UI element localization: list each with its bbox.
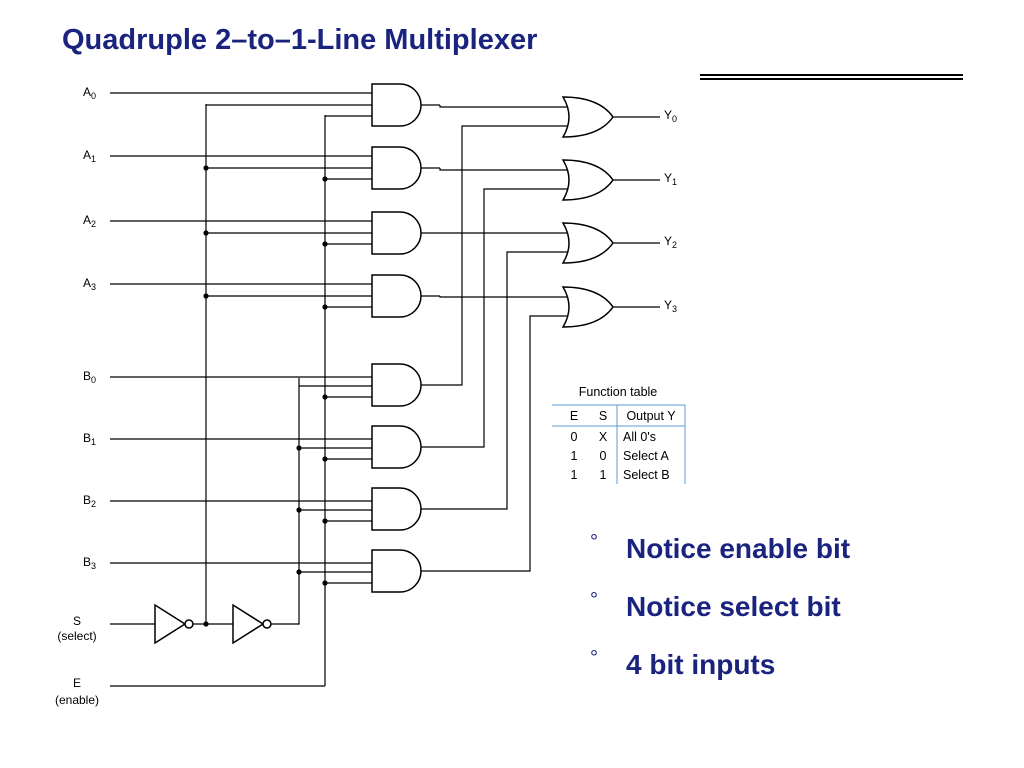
table-cell: 1 <box>571 449 578 463</box>
or-gate <box>561 222 614 264</box>
wire <box>439 168 569 171</box>
table-header-1: S <box>599 409 607 423</box>
input-label-b3: B3 <box>83 555 96 571</box>
select-label: S <box>73 614 81 628</box>
input-label-a0: A0 <box>83 85 96 101</box>
bullet-text: Notice select bit <box>626 591 841 622</box>
input-label-a1: A1 <box>83 148 96 164</box>
table-cell: X <box>599 430 608 444</box>
not-gate <box>232 603 265 645</box>
not-gate-bubble <box>262 619 272 629</box>
junction-dot <box>296 507 302 513</box>
table-header-2: Output Y <box>626 409 676 423</box>
junction-dot <box>322 304 328 310</box>
bullet-marker: ° <box>590 589 598 611</box>
wire <box>439 296 569 298</box>
and-gate <box>371 146 422 190</box>
or-gate <box>561 96 614 138</box>
bullet-text: Notice enable bit <box>626 533 851 564</box>
slide-title: Quadruple 2–to–1-Line Multiplexer <box>62 24 538 56</box>
input-label-b1: B1 <box>83 431 96 447</box>
and-gate <box>371 83 422 127</box>
input-label-a3: A3 <box>83 276 96 292</box>
and-gate <box>371 425 422 469</box>
junction-dot <box>322 394 328 400</box>
junction-dot <box>322 456 328 462</box>
enable-label: E <box>73 676 81 690</box>
input-label-b0: B0 <box>83 369 96 385</box>
select-desc: (select) <box>57 629 96 643</box>
table-cell: All 0's <box>623 430 656 444</box>
wire <box>421 125 569 386</box>
title-rule <box>700 74 963 76</box>
junction-dot <box>203 165 209 171</box>
wire <box>421 188 569 448</box>
and-gate <box>371 549 422 593</box>
function-table-title: Function table <box>579 385 658 399</box>
table-cell: 0 <box>571 430 578 444</box>
bullet-marker: ° <box>590 647 598 669</box>
wire <box>421 315 569 572</box>
input-label-b2: B2 <box>83 493 96 509</box>
or-gate <box>561 159 614 201</box>
table-cell: Select A <box>623 449 670 463</box>
and-gate <box>371 211 422 255</box>
and-gate <box>371 487 422 531</box>
junction-dot <box>322 518 328 524</box>
table-header-0: E <box>570 409 578 423</box>
output-label-y1: Y1 <box>664 171 677 187</box>
junction-dot <box>322 241 328 247</box>
output-label-y2: Y2 <box>664 234 677 250</box>
junction-dot <box>322 580 328 586</box>
not-gate-bubble <box>184 619 194 629</box>
junction-dot <box>203 230 209 236</box>
junction-dot <box>203 621 209 627</box>
output-label-y0: Y0 <box>664 108 677 124</box>
input-label-a2: A2 <box>83 213 96 229</box>
or-gate <box>561 286 614 328</box>
junction-dot <box>203 293 209 299</box>
junction-dot <box>296 445 302 451</box>
output-label-y3: Y3 <box>664 298 677 314</box>
table-cell: 0 <box>600 449 607 463</box>
table-cell: Select B <box>623 468 670 482</box>
and-gate <box>371 274 422 318</box>
table-cell: 1 <box>571 468 578 482</box>
junction-dot <box>322 176 328 182</box>
and-gate <box>371 363 422 407</box>
table-cell: 1 <box>600 468 607 482</box>
wire <box>439 105 569 108</box>
enable-desc: (enable) <box>55 693 99 707</box>
junction-dot <box>296 569 302 575</box>
not-gate <box>154 603 187 645</box>
bullet-text: 4 bit inputs <box>626 649 776 680</box>
wire <box>421 251 569 510</box>
bullet-marker: ° <box>590 531 598 553</box>
